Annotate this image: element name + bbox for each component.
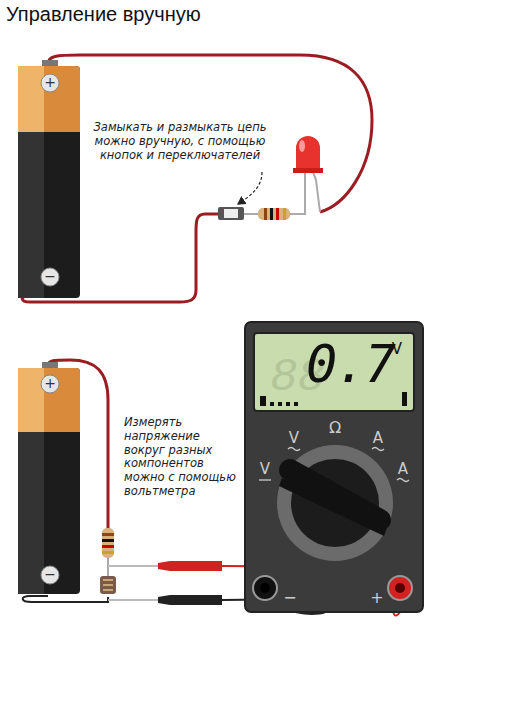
led [290, 136, 323, 214]
dial-label: V [284, 431, 304, 446]
resistor [102, 528, 114, 558]
callout-note: Измерять напряжение вокруг разных компон… [124, 416, 244, 499]
photoresistor [100, 576, 116, 594]
wire [48, 55, 372, 212]
multimeter: 88 [245, 322, 423, 612]
dial-label: V [255, 462, 275, 477]
battery-terminal: − [42, 269, 58, 283]
switch [218, 207, 244, 220]
page-title: Управление вручную [6, 2, 406, 26]
jack-label: − [280, 590, 300, 606]
resistor [258, 208, 290, 220]
display-reading: 0.7 [298, 338, 394, 390]
callout-note: Замыкать и размыкать цепь можно вручную,… [92, 121, 268, 162]
battery [18, 362, 80, 594]
display-unit: V [390, 342, 404, 357]
battery [18, 60, 80, 298]
jack-label: + [367, 590, 387, 606]
dial-label: A [393, 462, 413, 477]
battery-terminal: + [42, 75, 58, 89]
dial-label: Ω [325, 420, 345, 436]
battery-terminal: − [42, 567, 58, 581]
dial-label: A [368, 431, 388, 446]
battery-terminal: + [42, 376, 58, 390]
